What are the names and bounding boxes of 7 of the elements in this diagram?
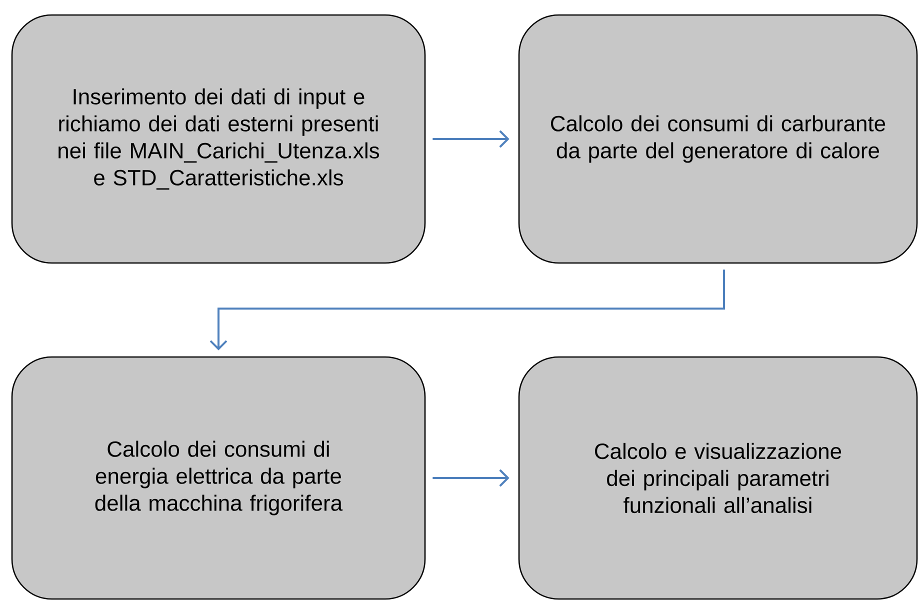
- arrow: [210, 270, 725, 350]
- process-box: Calcolo e visualizzazione dei principali parametri funzionali all’analisi: [518, 356, 918, 600]
- process-box: Calcolo dei consumi di energia elettrica da parte della macchina frigorifera: [11, 356, 426, 600]
- arrow: [432, 469, 510, 487]
- arrow: [432, 130, 510, 148]
- process-box: Calcolo dei consumi di carburante da parte del generatore di calore: [518, 14, 918, 264]
- process-box: Inserimento dei dati di input e richiamo dei dati esterni presenti nei file MAIN_Carichi_Utenza.xls e STD_Caratteristiche.xls: [11, 14, 426, 264]
